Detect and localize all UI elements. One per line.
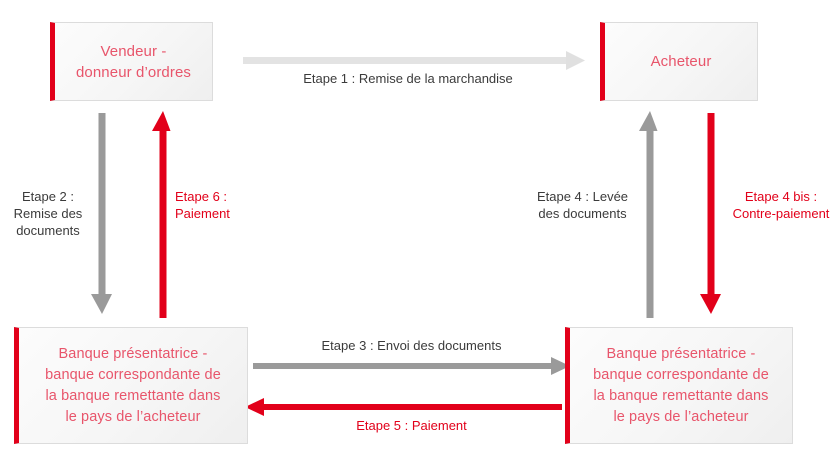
arrow-step4 (639, 111, 658, 318)
node-presenting-bank-left[interactable]: Banque présentatrice - banque correspond… (14, 327, 248, 444)
arrow-step1 (243, 51, 585, 70)
node-seller[interactable]: Vendeur - donneur d’ordres (50, 22, 213, 101)
node-presenting-bank-right[interactable]: Banque présentatrice - banque correspond… (565, 327, 793, 444)
node-buyer[interactable]: Acheteur (600, 22, 758, 101)
edge-label-step4bis: Etape 4 bis : Contre-paiement (732, 189, 830, 221)
edge-label-step1: Etape 1 : Remise de la marchandise (303, 71, 513, 86)
node-buyer-label: Acheteur (650, 53, 712, 70)
node-presenting-bank-right-label: Banque présentatrice - banque correspond… (593, 345, 769, 425)
edge-label-step3: Etape 3 : Envoi des documents (321, 338, 502, 353)
edge-label-step2: Etape 2 : Remise des documents (13, 189, 83, 238)
edge-label-step5: Etape 5 : Paiement (356, 418, 467, 433)
node-seller-label: Vendeur - donneur d’ordres (75, 42, 191, 81)
node-presenting-bank-left-label: Banque présentatrice - banque correspond… (45, 345, 221, 425)
edge-label-step4: Etape 4 : Levée des documents (536, 189, 629, 221)
arrow-step6 (152, 111, 171, 318)
arrow-step5 (245, 398, 562, 416)
arrow-step4bis (700, 113, 721, 314)
arrow-step3 (253, 357, 570, 375)
edge-label-step6: Etape 6 : Paiement (175, 189, 230, 221)
